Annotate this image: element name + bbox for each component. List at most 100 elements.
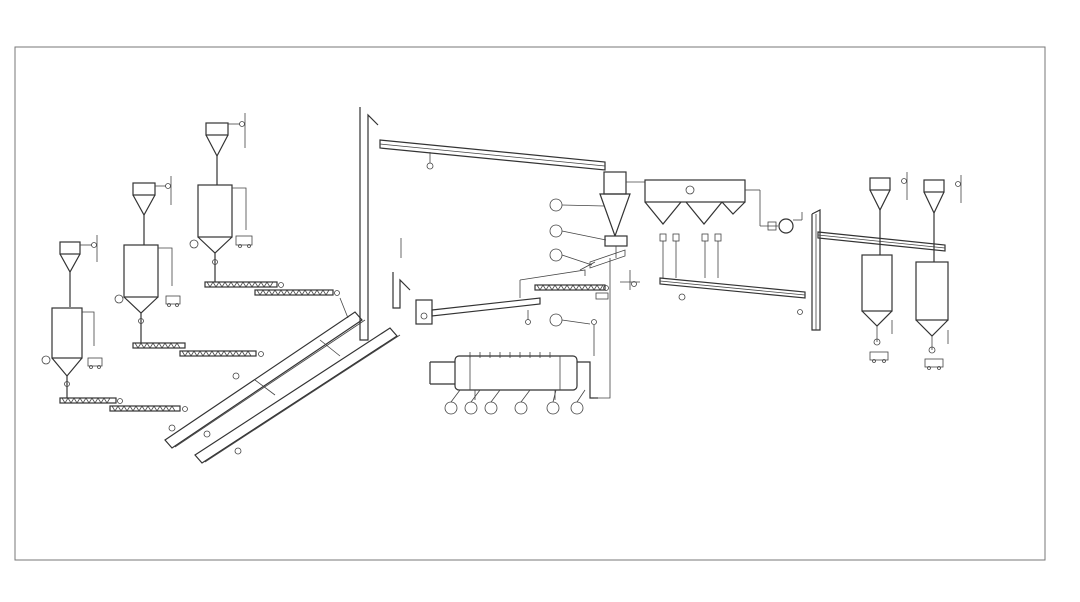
callout-7 xyxy=(484,401,498,415)
screw-flight-2a xyxy=(134,342,181,349)
feed-conveyor xyxy=(431,297,541,317)
feed-hopper-gauge xyxy=(420,312,428,320)
mill-chute xyxy=(589,246,626,269)
drum-return-pipe xyxy=(593,258,611,399)
silo-body-1 xyxy=(51,307,83,359)
fan-2 xyxy=(165,183,171,189)
feed-pipe-3 xyxy=(232,187,247,230)
right-fan-a xyxy=(901,178,907,184)
mid-conveyor xyxy=(519,269,586,298)
bag-valve-2 xyxy=(672,233,680,242)
screw-conveyor-3a xyxy=(204,281,278,288)
tanker-1 xyxy=(87,357,103,367)
right-silo-cone-a xyxy=(861,310,893,327)
dust-filter-3 xyxy=(205,122,229,136)
silo-body-2 xyxy=(123,244,159,298)
tanker-wheel-1b xyxy=(97,365,101,369)
tanker-3 xyxy=(235,235,253,246)
dryer-section xyxy=(392,258,611,400)
drum-outlet xyxy=(577,361,598,399)
incline-cross-1 xyxy=(254,379,276,396)
dust-filter-1 xyxy=(59,241,81,255)
right-gauge-b xyxy=(928,346,936,354)
fan-3 xyxy=(239,121,245,127)
callout-1-leader xyxy=(561,204,605,207)
right-filter-cone-a xyxy=(869,189,891,212)
rotary-valve-1 xyxy=(64,381,70,387)
mill-body xyxy=(604,235,628,247)
right-top-conveyor-rail xyxy=(817,234,946,249)
rotary-valve-2 xyxy=(138,318,144,324)
top-conveyor-rail xyxy=(379,143,606,167)
screw-conveyor-1a xyxy=(59,397,117,404)
callout-9 xyxy=(546,401,560,415)
screw-flight-2b xyxy=(181,350,252,357)
elevator-shaft xyxy=(359,107,379,341)
right-filter-cone-b xyxy=(923,191,945,215)
silo-cone-1 xyxy=(51,357,83,377)
right-section xyxy=(797,172,962,370)
silo-group-1 xyxy=(41,235,188,412)
incline-conveyor-upper xyxy=(164,311,363,449)
dust-filter-cone-3 xyxy=(205,134,229,158)
collect-to-mill xyxy=(620,270,640,290)
right-filter-a xyxy=(869,177,891,191)
silo-cone-2 xyxy=(123,296,159,314)
right-truck-b-w2 xyxy=(937,366,941,370)
drum-valve xyxy=(591,319,597,325)
motor-2b xyxy=(258,351,264,357)
inclined-conveyors xyxy=(164,297,401,464)
bag-filter-gauge xyxy=(685,185,695,195)
screw-flight-1b xyxy=(111,405,176,412)
tanker-wheel-2b xyxy=(175,303,179,307)
screw-flight-3a xyxy=(206,281,274,288)
level-indicator-2 xyxy=(114,294,124,304)
right-filter-b xyxy=(923,179,945,193)
callout-1 xyxy=(549,198,563,212)
right-truck-a xyxy=(869,351,889,361)
callout-2-leader xyxy=(561,230,607,241)
dust-filter-2 xyxy=(132,182,156,196)
silo-body-3 xyxy=(197,184,233,238)
callouts xyxy=(444,198,607,415)
incline-motor-2 xyxy=(168,424,176,432)
collect-conveyor xyxy=(659,277,806,299)
callout-3 xyxy=(549,248,563,262)
tanker-wheel-3b xyxy=(247,244,251,248)
right-silo-a xyxy=(861,254,893,312)
right-truck-b xyxy=(924,358,944,368)
collect-conveyor-rail xyxy=(659,280,806,296)
right-fan-b xyxy=(955,181,961,187)
motor-mid xyxy=(603,285,609,291)
classifier-top xyxy=(603,171,627,195)
right-silo-cone-b xyxy=(915,319,949,337)
grinding-section xyxy=(579,171,806,301)
dust-filter-cone-2 xyxy=(132,194,156,217)
level-indicator-3 xyxy=(189,239,199,249)
screw-flight-1a xyxy=(61,397,111,404)
silo-group-2 xyxy=(114,176,264,357)
bag-valve-1 xyxy=(659,233,667,242)
mill-hatch xyxy=(579,261,596,271)
right-truck-b-w1 xyxy=(927,366,931,370)
bag-drops xyxy=(662,241,719,278)
callout-3-leader xyxy=(561,254,593,266)
motor-3a xyxy=(278,282,284,288)
bag-filter-hopper-3 xyxy=(721,201,746,215)
motor-1b xyxy=(182,406,188,412)
right-truck-a-w1 xyxy=(872,359,876,363)
collect-valve xyxy=(631,281,637,287)
tanker-2 xyxy=(165,295,181,305)
right-truck-a-w2 xyxy=(882,359,886,363)
rotary-valve-3 xyxy=(212,259,218,265)
incline-conveyor-lower xyxy=(194,327,398,464)
feed-hopper xyxy=(415,299,433,325)
incline-drop-1 xyxy=(339,297,349,319)
incline-motor-1 xyxy=(232,372,240,380)
silo-cone-3 xyxy=(197,236,233,254)
callout-10 xyxy=(570,401,584,415)
motor-1a xyxy=(117,398,123,404)
right-gauge-a xyxy=(873,338,881,346)
tanker-wheel-3a xyxy=(238,244,242,248)
